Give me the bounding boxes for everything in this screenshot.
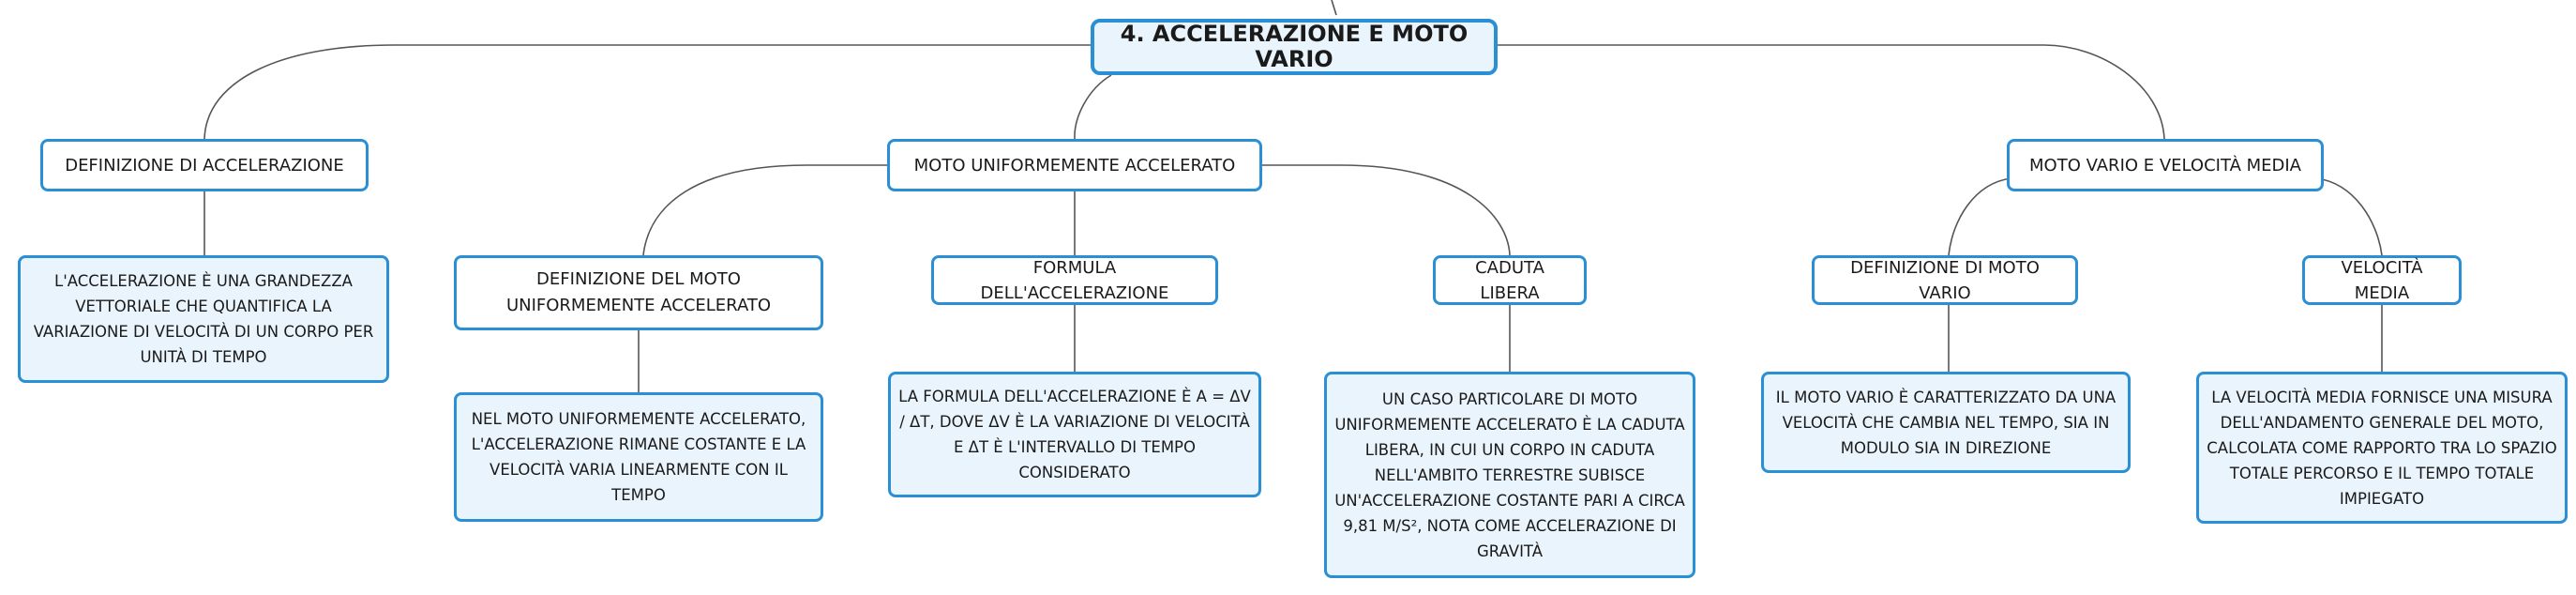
topic-moto-uniformemente-accelerato[interactable]: MOTO UNIFORMEMENTE ACCELERATO xyxy=(887,139,1262,191)
topic-velocita-media[interactable]: VELOCITÀ MEDIA xyxy=(2302,255,2462,305)
topic-label: CADUTA LIBERA xyxy=(1475,257,1544,303)
topic-label: VELOCITÀ MEDIA xyxy=(2341,257,2423,303)
note-text: IL MOTO VARIO È CARATTERIZZATO DA UNA VE… xyxy=(1775,388,2117,457)
note-moto-uniforme[interactable]: NEL MOTO UNIFORMEMENTE ACCELERATO, L'ACC… xyxy=(454,392,823,522)
note-text: NEL MOTO UNIFORMEMENTE ACCELERATO, L'ACC… xyxy=(471,410,806,504)
note-text: UN CASO PARTICOLARE DI MOTO UNIFORMEMENT… xyxy=(1334,389,1685,560)
topic-definizione-moto-vario[interactable]: DEFINIZIONE DI MOTO VARIO xyxy=(1812,255,2078,305)
topic-label: FORMULA DELL'ACCELERAZIONE xyxy=(980,257,1169,303)
topic-label: DEFINIZIONE DEL MOTO UNIFORMEMENTE ACCEL… xyxy=(505,269,772,315)
topic-definizione-moto-uniforme[interactable]: DEFINIZIONE DEL MOTO UNIFORMEMENTE ACCEL… xyxy=(454,255,823,330)
note-text: LA VELOCITÀ MEDIA FORNISCE UNA MISURA DE… xyxy=(2207,388,2557,508)
note-formula[interactable]: LA FORMULA DELL'ACCELERAZIONE È A = ΔV /… xyxy=(888,372,1261,497)
topic-formula-accelerazione[interactable]: FORMULA DELL'ACCELERAZIONE xyxy=(931,255,1218,305)
note-velocita-media[interactable]: LA VELOCITÀ MEDIA FORNISCE UNA MISURA DE… xyxy=(2196,372,2568,524)
topic-caduta-libera[interactable]: CADUTA LIBERA xyxy=(1433,255,1587,305)
note-text: L'ACCELERAZIONE È UNA GRANDEZZA VETTORIA… xyxy=(33,272,374,366)
topic-label: MOTO VARIO E VELOCITÀ MEDIA xyxy=(2029,155,2301,175)
topic-label: DEFINIZIONE DI MOTO VARIO xyxy=(1850,257,2040,303)
root-topic-label: 4. ACCELERAZIONE E MOTO VARIO xyxy=(1120,21,1469,72)
note-moto-vario[interactable]: IL MOTO VARIO È CARATTERIZZATO DA UNA VE… xyxy=(1761,372,2131,473)
note-caduta-libera[interactable]: UN CASO PARTICOLARE DI MOTO UNIFORMEMENT… xyxy=(1324,372,1695,578)
topic-label: DEFINIZIONE DI ACCELERAZIONE xyxy=(65,155,344,175)
topic-definizione-accelerazione[interactable]: DEFINIZIONE DI ACCELERAZIONE xyxy=(40,139,369,191)
root-topic[interactable]: 4. ACCELERAZIONE E MOTO VARIO xyxy=(1091,19,1498,75)
note-text: LA FORMULA DELL'ACCELERAZIONE È A = ΔV /… xyxy=(898,388,1251,481)
note-definizione-accelerazione[interactable]: L'ACCELERAZIONE È UNA GRANDEZZA VETTORIA… xyxy=(18,255,389,383)
topic-label: MOTO UNIFORMEMENTE ACCELERATO xyxy=(913,155,1236,175)
topic-moto-vario-velocita-media[interactable]: MOTO VARIO E VELOCITÀ MEDIA xyxy=(2007,139,2324,191)
